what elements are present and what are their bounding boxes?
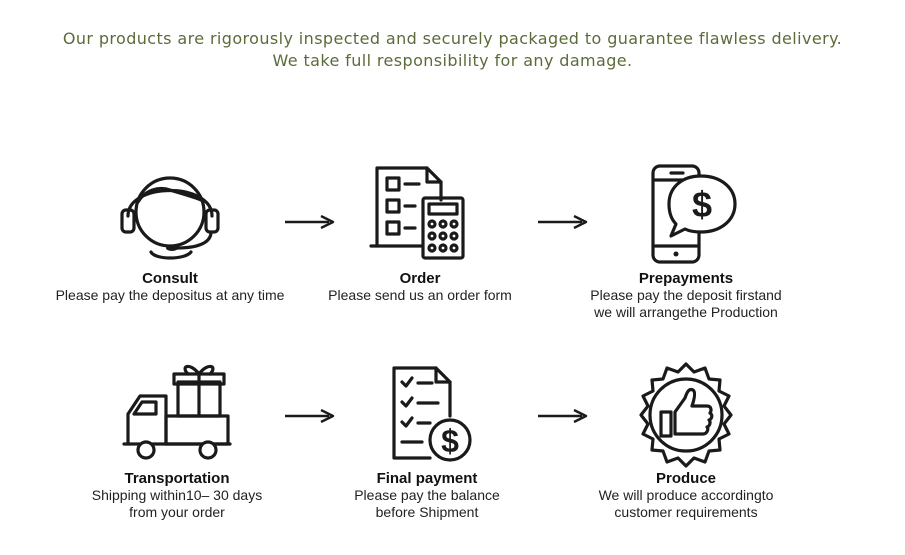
invoice-dollar-icon: $ [392,366,472,462]
step-title: Consult [142,270,198,287]
step-order: Order Please send us an order form [300,160,540,304]
step-desc-2: from your order [129,504,225,520]
arrow-right-icon [285,215,335,229]
document-calculator-icon [369,166,465,260]
step-desc-2: before Shipment [375,504,479,520]
svg-text:$: $ [441,423,459,459]
step-title: Final payment [376,470,478,487]
header: Our products are rigorously inspected an… [0,28,905,72]
step-consult: Consult Please pay the depositus at any … [50,160,290,304]
arrow-right-icon [538,215,588,229]
step-title: Produce [655,470,716,487]
step-title: Prepayments [638,270,734,287]
step-desc: Shipping within10– 30 days [91,487,263,503]
step-desc: Please send us an order form [328,287,512,303]
step-produce: Produce We will produce accordingto cust… [566,360,806,521]
step-desc: Please pay the deposit firstand [590,287,782,303]
phone-dollar-icon: $ [651,164,737,264]
truck-gift-icon [122,364,232,460]
step-desc-2: customer requirements [614,504,758,520]
header-line-2: We take full responsibility for any dama… [272,51,633,70]
header-line-1: Our products are rigorously inspected an… [62,29,843,48]
arrow-right-icon [538,409,588,423]
step-desc: Please pay the depositus at any time [55,287,285,303]
headset-support-icon [120,176,220,260]
arrow-right-icon [285,409,335,423]
thumbs-up-badge-icon [639,362,733,468]
step-desc: We will produce accordingto [598,487,774,503]
step-prepayments: $ Prepayments Please pay the deposit fir… [566,160,806,321]
step-final-payment: $ Final payment Please pay the balance b… [307,360,547,521]
step-transportation: Transportation Shipping within10– 30 day… [57,360,297,521]
svg-text:$: $ [692,184,712,225]
step-title: Transportation [124,470,230,487]
step-desc-2: we will arrangethe Production [594,304,778,320]
step-title: Order [399,270,441,287]
step-desc: Please pay the balance [354,487,500,503]
